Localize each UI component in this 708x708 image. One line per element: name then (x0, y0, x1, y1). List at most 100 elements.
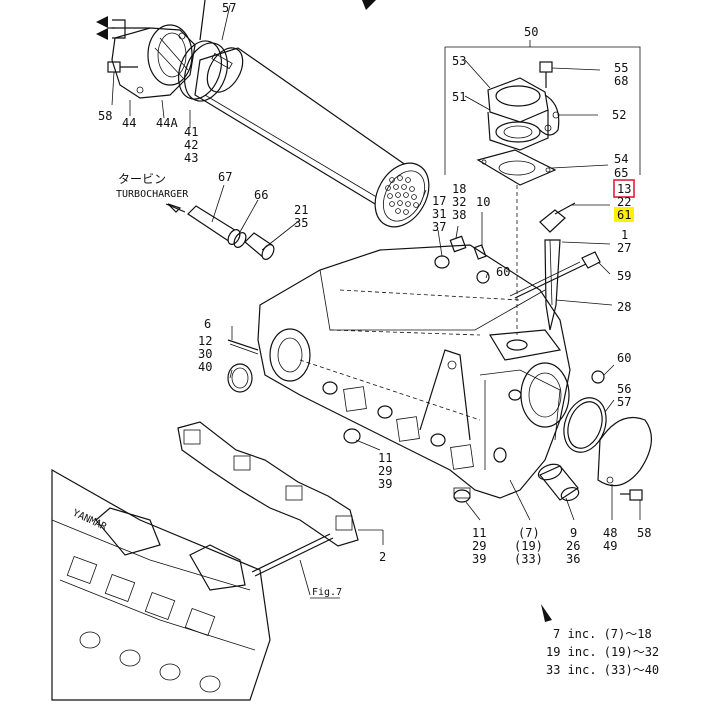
label-51: 51 (452, 90, 466, 104)
cylinder-head: YANMAR (51, 468, 271, 701)
label-33: (33) (514, 552, 543, 566)
bolt-58 (107, 61, 138, 106)
label-7: (7) (518, 526, 540, 540)
corner-arrow (362, 0, 376, 10)
label-58-right: 58 (637, 526, 651, 540)
label-29-bottom: 29 (472, 539, 486, 553)
seal-66 (233, 232, 247, 248)
label-37: 37 (432, 220, 446, 234)
cooler-cylinder (194, 47, 430, 228)
leader-lines (129, 4, 641, 599)
label-59: 59 (617, 269, 631, 283)
note-line-2: 19 inc. (19)～32 (546, 645, 659, 659)
box-50 (444, 40, 641, 175)
label-53: 53 (452, 54, 466, 68)
label-13: 13 (617, 182, 631, 196)
label-12: 12 (198, 334, 212, 348)
label-44a: 44A (156, 116, 178, 130)
label-39-mid: 39 (378, 477, 392, 491)
label-18: 18 (452, 182, 466, 196)
fitting-21 (244, 232, 275, 260)
label-9: 9 (570, 526, 577, 540)
cooler-grid-holes (385, 175, 419, 215)
arrow-marker-top (96, 16, 115, 40)
label-57-top: 57 (222, 1, 236, 15)
label-10: 10 (476, 195, 490, 209)
label-56: 56 (617, 382, 631, 396)
ring-56 (567, 401, 603, 449)
label-54: 54 (614, 152, 628, 166)
label-11-mid: 11 (378, 451, 392, 465)
turbo-outlet-flange (111, 0, 206, 99)
fig-ref: Fig.7 (312, 587, 342, 598)
gasket-2 (177, 421, 359, 547)
o-ring-44 (177, 40, 229, 102)
label-28: 28 (617, 300, 631, 314)
label-49: 49 (603, 539, 617, 553)
stud-10 (473, 244, 487, 260)
bolt-59 (509, 251, 601, 299)
note-arrow (541, 604, 552, 622)
bolt-55 (539, 61, 553, 88)
elbow-53-51 (487, 77, 549, 151)
fitting-9 (537, 463, 580, 502)
label-58-left: 58 (98, 109, 112, 123)
range-notes: 7 inc. (7)～18 19 inc. (19)～32 33 inc. (3… (541, 604, 659, 677)
turbo-label-jp: タービン (118, 172, 166, 186)
label-60-right: 60 (617, 351, 631, 365)
label-19: (19) (514, 539, 543, 553)
label-2: 2 (379, 550, 386, 564)
gasket-54 (476, 149, 557, 186)
note-line-3: 33 inc. (33)～40 (546, 663, 659, 677)
label-29-mid: 29 (378, 464, 392, 478)
label-35: 35 (294, 216, 308, 230)
plug-11-bottom (453, 487, 471, 503)
label-41: 41 (184, 125, 198, 139)
long-stud (251, 533, 334, 577)
label-30: 30 (198, 347, 212, 361)
label-66: 66 (254, 188, 268, 202)
label-42: 42 (184, 138, 198, 152)
label-22: 22 (617, 195, 631, 209)
label-60-mid: 60 (496, 265, 510, 279)
pipe-67 (187, 205, 241, 245)
bolt-58-right (620, 489, 643, 501)
bracket (419, 349, 471, 441)
label-50: 50 (524, 25, 538, 39)
label-17: 17 (432, 194, 446, 208)
highlight-red-box-13 (613, 179, 635, 198)
label-31: 31 (432, 207, 446, 221)
sensor-13 (539, 202, 576, 233)
stud-6 (227, 339, 259, 355)
label-1: 1 (621, 228, 628, 242)
label-11-bottom: 11 (472, 526, 486, 540)
rod-1-28 (544, 239, 561, 331)
clamp-52 (539, 94, 560, 136)
label-43: 43 (184, 151, 198, 165)
note-line-1: 7 inc. (7)～18 (553, 627, 652, 641)
label-52: 52 (612, 108, 626, 122)
callout-labels: 50 53 55 68 51 52 54 65 13 22 61 1 27 59… (98, 1, 651, 598)
label-44: 44 (122, 116, 136, 130)
label-57-right: 57 (617, 395, 631, 409)
label-61: 61 (617, 208, 631, 222)
nut-18 (449, 235, 467, 253)
label-21: 21 (294, 203, 308, 217)
cover-57 (563, 397, 652, 487)
head-logo-text: YANMAR (71, 508, 109, 534)
label-68: 68 (614, 74, 628, 88)
label-55: 55 (614, 61, 628, 75)
ring-12 (227, 363, 253, 393)
turbo-label-en: TURBOCHARGER (116, 189, 189, 200)
label-39-bottom: 39 (472, 552, 486, 566)
turbo-arrow (165, 203, 186, 213)
highlight-yellow-61 (614, 207, 634, 222)
label-67: 67 (218, 170, 232, 184)
label-27: 27 (617, 241, 631, 255)
nut-60 (476, 270, 605, 384)
label-26: 26 (566, 539, 580, 553)
label-38: 38 (452, 208, 466, 222)
label-40: 40 (198, 360, 212, 374)
label-48: 48 (603, 526, 617, 540)
